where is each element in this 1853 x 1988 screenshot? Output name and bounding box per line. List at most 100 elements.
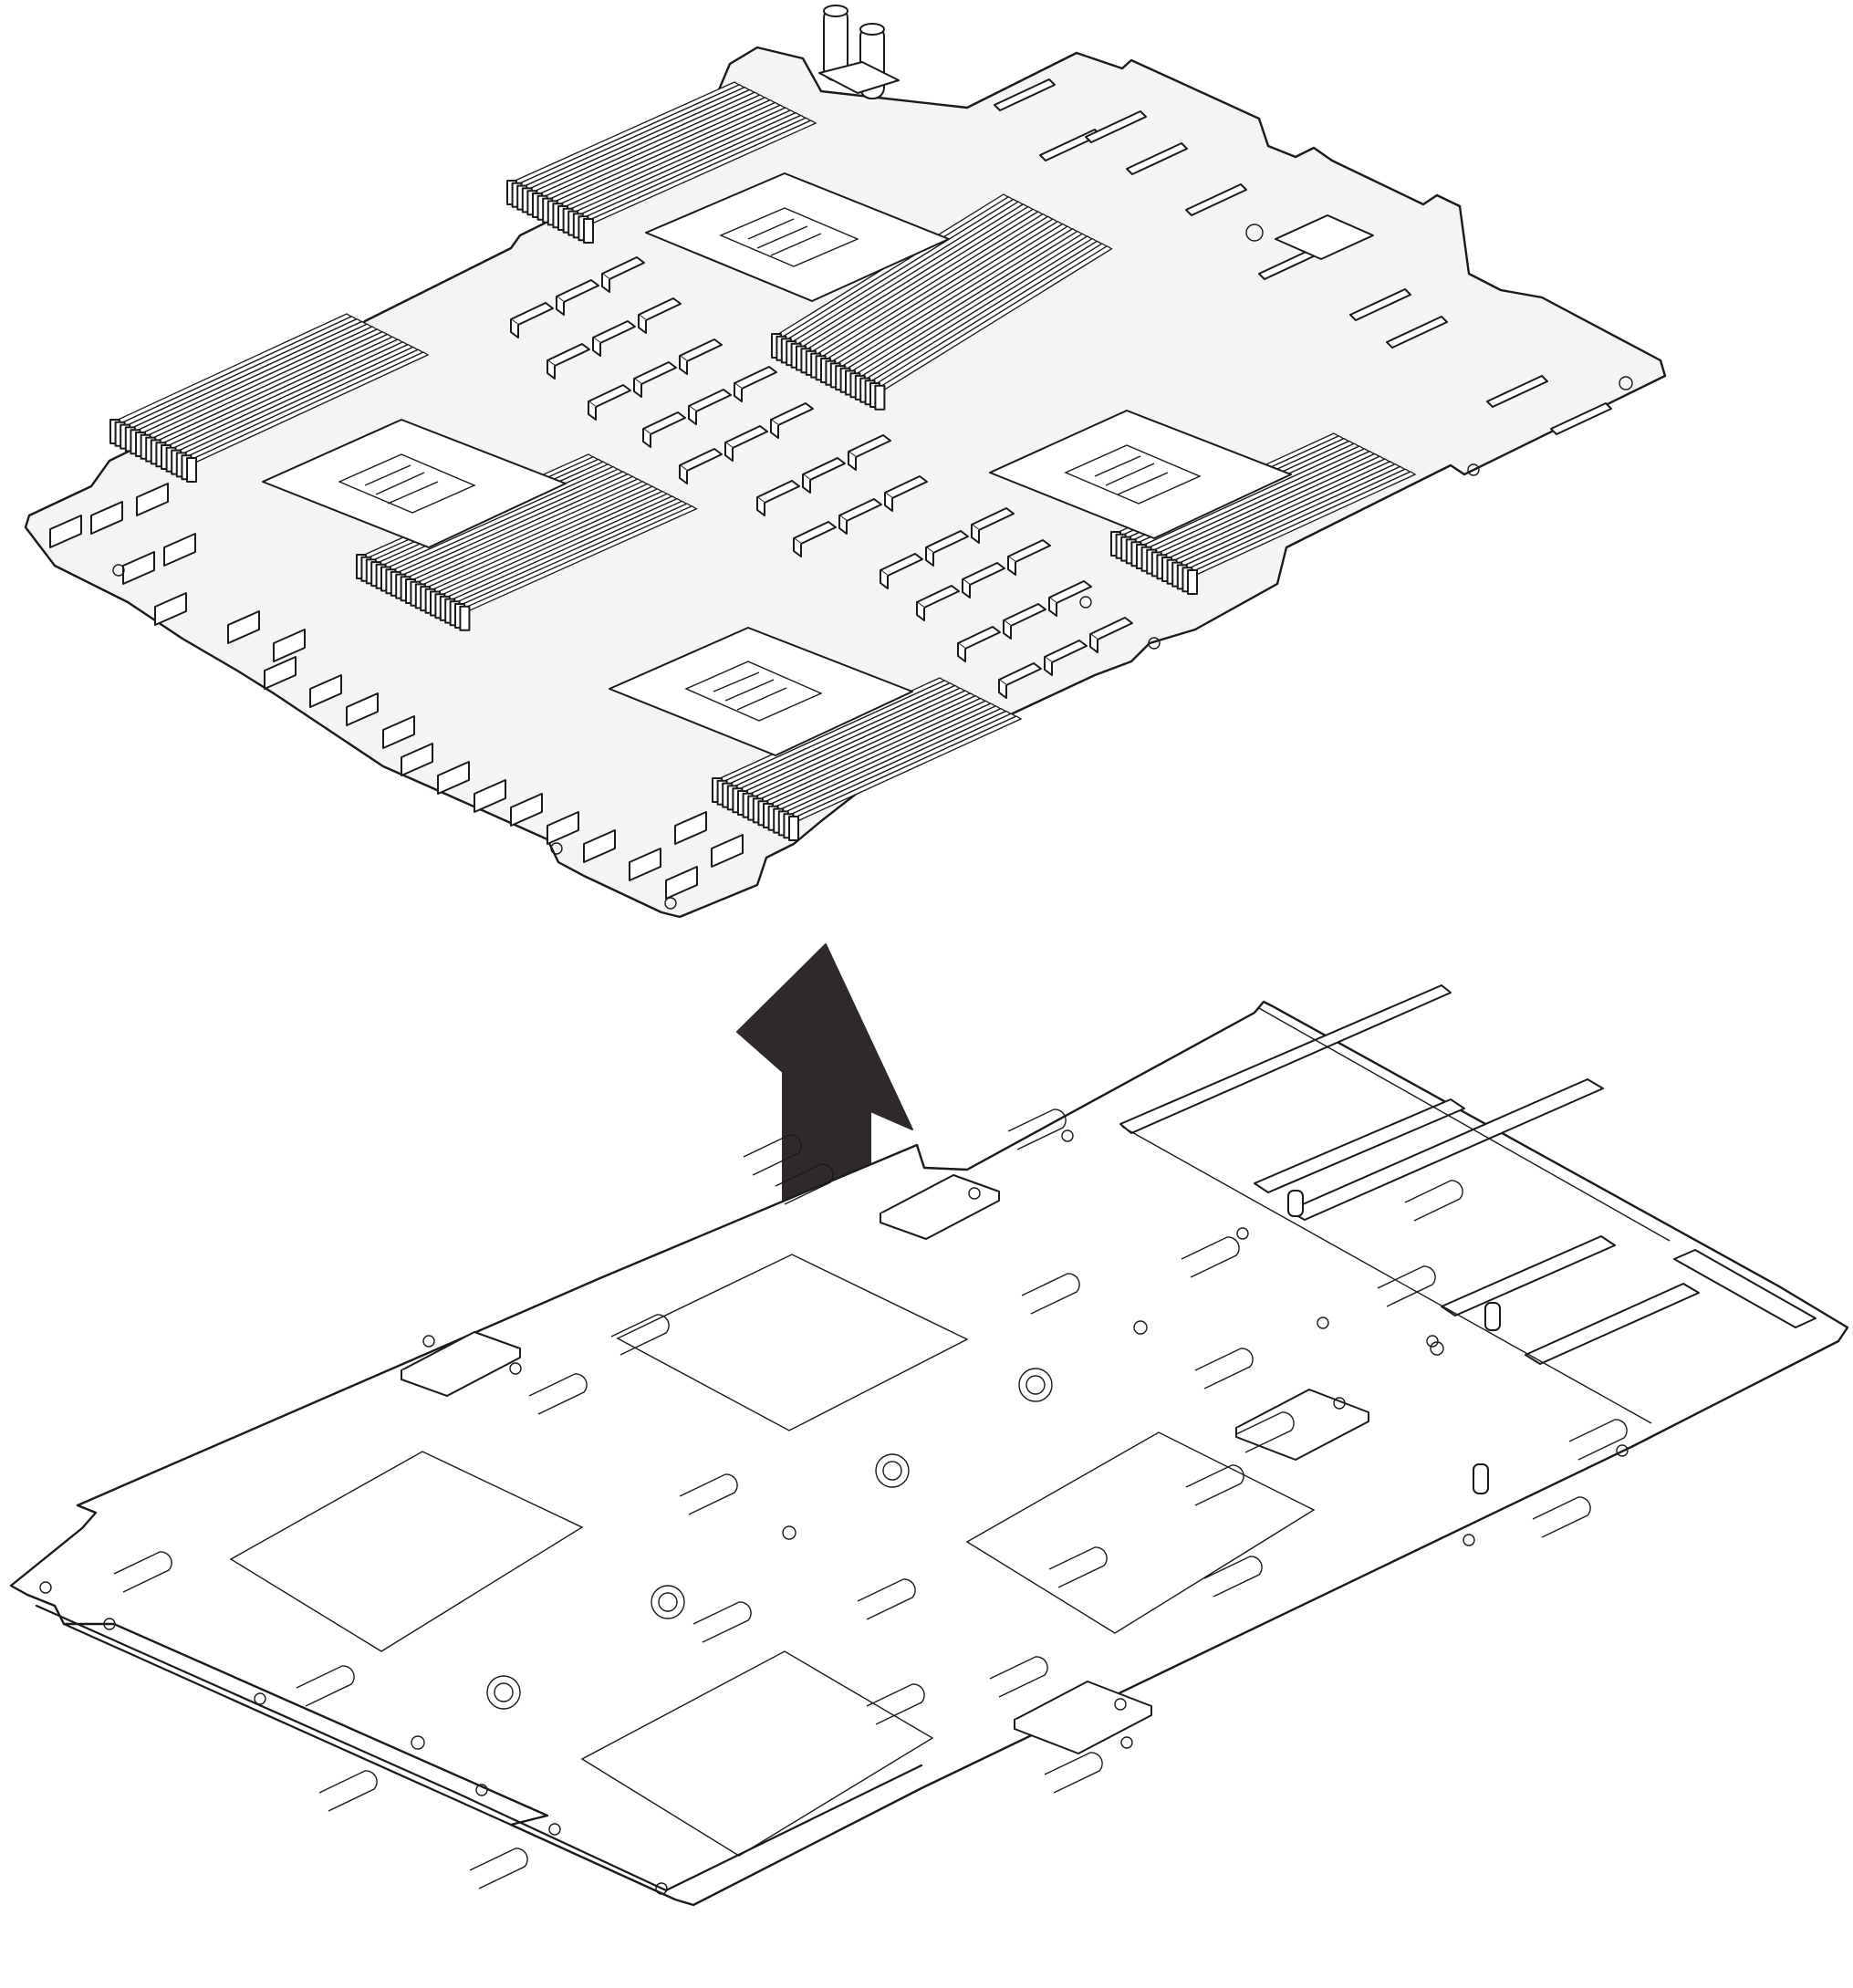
tray-slot [1235, 1411, 1295, 1453]
dimm-bank-left [109, 313, 430, 483]
connector-side [1089, 634, 1098, 653]
rear-io-connector [1550, 402, 1612, 435]
tray-standoffs [39, 1129, 1629, 1895]
tray-slot [1568, 1419, 1628, 1461]
tray-bracket-3 [1235, 1389, 1369, 1461]
thermal-pad-1 [229, 1451, 584, 1652]
edge-connector [49, 515, 82, 548]
connector-side [510, 319, 519, 338]
connector-side [1003, 620, 1012, 640]
edge-connector [264, 656, 297, 690]
rear-io-connector [1349, 288, 1411, 321]
edge-connector [437, 761, 470, 795]
pcie-connector [1048, 580, 1092, 604]
connector-side [793, 538, 802, 557]
tray-slot [1377, 1265, 1436, 1307]
connector-side [998, 680, 1007, 699]
connector-side [688, 406, 697, 425]
connector-side [633, 379, 642, 398]
edge-connector [309, 674, 342, 708]
connector-side [1048, 598, 1057, 617]
connector-side [642, 429, 651, 448]
rear-io-connector [1126, 142, 1188, 175]
edge-connector [122, 551, 155, 585]
dimm-latch [874, 384, 886, 411]
connector-side [756, 497, 765, 516]
tray-slot [1185, 1464, 1244, 1506]
connector-side [880, 570, 889, 589]
pcie-connector [1007, 539, 1051, 563]
rear-io-connector [1386, 316, 1448, 349]
edge-connector [510, 793, 543, 827]
connector-side [588, 401, 597, 421]
connector-side [638, 315, 647, 334]
connector-side [971, 525, 980, 544]
edge-connector [273, 629, 306, 662]
rear-io-connector [994, 78, 1056, 111]
edge-connector [674, 811, 707, 845]
tray-slot [1404, 1180, 1463, 1222]
tray-slot [1044, 1752, 1103, 1794]
edge-connector [629, 848, 661, 881]
tray-slot [1048, 1546, 1108, 1588]
connector-side [957, 643, 966, 662]
system-board-outline [24, 46, 1667, 919]
connector-side [884, 493, 893, 512]
rear-io-connector [1085, 110, 1147, 143]
tray-slot [1532, 1496, 1591, 1538]
thermal-pad-4 [580, 1650, 934, 1857]
connector-side [556, 297, 565, 316]
coolant-fittings [818, 5, 900, 99]
connector-side [1007, 557, 1016, 576]
edge-connector [547, 811, 579, 845]
cpu-socket-1 [645, 172, 950, 302]
edge-connector [154, 592, 187, 626]
pcie-connector [1044, 640, 1088, 663]
tray-slot [989, 1656, 1048, 1698]
dimm-latch [788, 816, 799, 841]
connector-side [925, 547, 934, 567]
tray-slot [857, 1578, 916, 1620]
tray-slot [318, 1770, 378, 1812]
system-board [24, 5, 1667, 919]
edge-connector [163, 533, 196, 567]
tray-slot [469, 1847, 528, 1889]
edge-connector [665, 866, 698, 900]
cpu-socket-4 [609, 627, 913, 756]
pcie-connector [1003, 603, 1046, 627]
pcie-connector [1089, 617, 1133, 640]
pcie-connector [957, 626, 1001, 650]
connector-side [848, 452, 857, 471]
pcie-connector [998, 662, 1042, 686]
connector-side [1044, 657, 1053, 676]
pcie-connector [962, 562, 1005, 586]
carrier-tray [9, 984, 1849, 1907]
cpu-socket-3 [989, 410, 1292, 539]
connector-row [49, 78, 1612, 900]
tray-slots [113, 1108, 1628, 1889]
dimm-bank-top [506, 81, 817, 244]
tray-slot [1021, 1273, 1080, 1315]
connector-side [802, 474, 811, 494]
tray-slot [1181, 1236, 1240, 1278]
tray-bracket-2 [880, 1174, 1000, 1240]
connector-side [962, 579, 971, 598]
tray-slot [1194, 1348, 1254, 1390]
connector-side [601, 274, 610, 293]
edge-connector [583, 829, 616, 863]
thermal-pad-3 [965, 1431, 1316, 1634]
edge-connector [401, 743, 433, 776]
edge-connector [346, 692, 379, 726]
connector-side [547, 360, 556, 380]
edge-connector [227, 610, 260, 644]
board-mounting-holes [112, 224, 1633, 910]
dimm-latch [583, 218, 594, 244]
tray-slot [1203, 1556, 1263, 1598]
dimm-bank-right-top [771, 193, 1113, 411]
edge-connector [90, 501, 123, 535]
cpu-socket-2 [262, 419, 567, 548]
connector-side [679, 356, 688, 375]
tray-slot [866, 1683, 925, 1725]
edge-connector [711, 834, 744, 868]
connector-side [724, 442, 734, 462]
